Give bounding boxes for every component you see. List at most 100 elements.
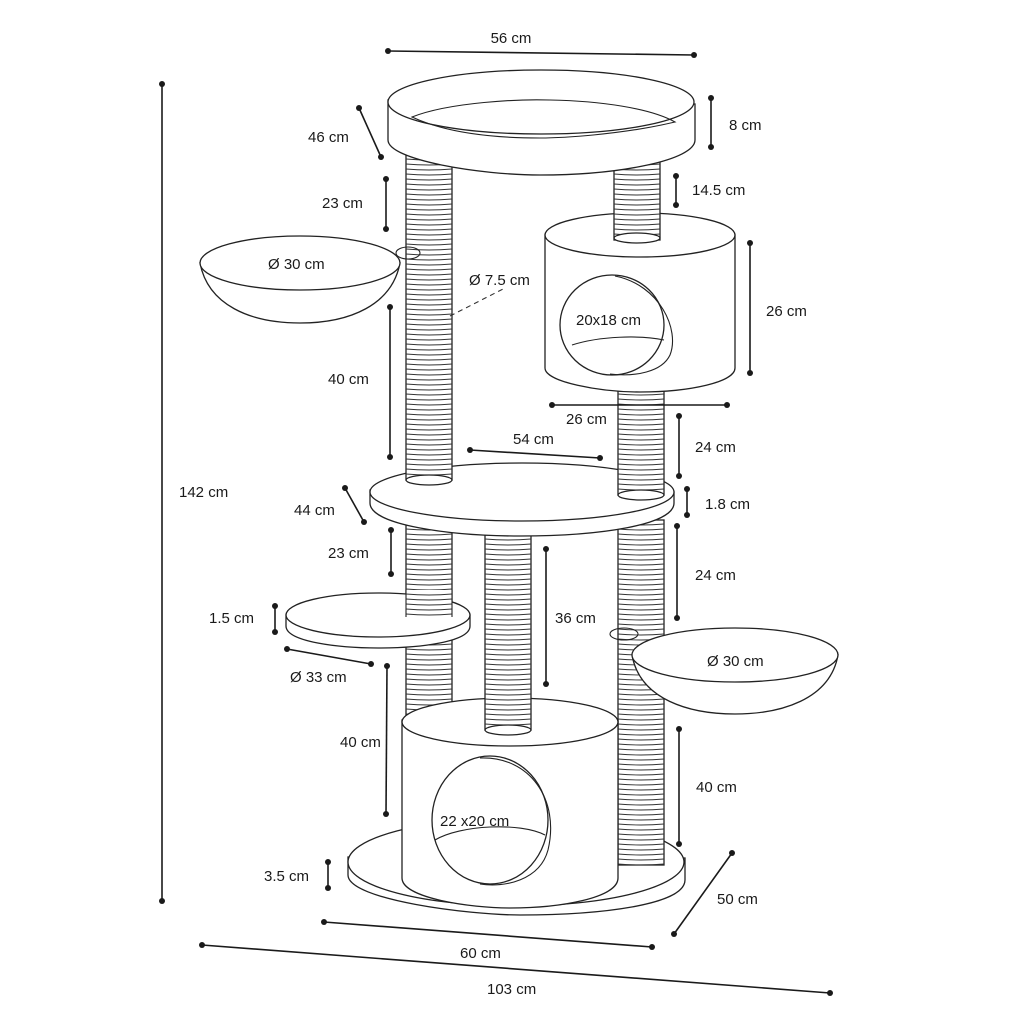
label-base-thickness: 3.5 cm: [264, 868, 309, 885]
rope-wrap-line: [405, 238, 453, 241]
dimension-endpoint-dot: [543, 681, 549, 687]
rope-wrap-line: [613, 173, 661, 176]
rope-wrap-line: [484, 668, 532, 671]
rope-wrap-line: [405, 178, 453, 181]
rope-wrap-line: [617, 613, 665, 616]
dimension-endpoint-dot: [159, 898, 165, 904]
rope-wrap-line: [617, 763, 665, 766]
rope-wrap-line: [484, 673, 532, 676]
label-upper-left-gap: 23 cm: [322, 195, 363, 212]
rope-wrap-line: [405, 468, 453, 471]
rope-wrap-line: [617, 853, 665, 856]
rope-wrap-line: [405, 323, 453, 326]
rope-wrap-line: [405, 223, 453, 226]
dimension-endpoint-dot: [747, 370, 753, 376]
rope-wrap-line: [405, 568, 453, 571]
left-post-upper: [405, 149, 453, 486]
dim-lower-left-post: [383, 663, 390, 817]
rope-wrap-line: [617, 568, 665, 571]
dim-center-post: [543, 546, 549, 687]
rope-wrap-line: [484, 553, 532, 556]
rope-wrap-line: [484, 688, 532, 691]
dimension-endpoint-dot: [691, 52, 697, 58]
label-mid-platform-thickness: 1.8 cm: [705, 496, 750, 513]
rope-wrap-line: [617, 558, 665, 561]
rope-wrap-line: [405, 203, 453, 206]
rope-wrap-line: [484, 643, 532, 646]
middle-platform: [369, 462, 675, 537]
dim-total-width: [199, 942, 833, 996]
right-post-mid: [617, 379, 665, 501]
dim-lower-left-gap: [388, 527, 394, 577]
rope-wrap-line: [405, 668, 453, 671]
rope-wrap-line: [484, 558, 532, 561]
rope-wrap-line: [405, 343, 453, 346]
dimension-endpoint-dot: [385, 48, 391, 54]
dimension-endpoint-dot: [368, 661, 374, 667]
dimension-endpoint-dot: [272, 603, 278, 609]
dimension-endpoint-dot: [684, 486, 690, 492]
rope-wrap-line: [405, 198, 453, 201]
dimension-line: [201, 944, 831, 994]
dim-mid-platform-thickness: [684, 486, 690, 518]
dimension-endpoint-dot: [342, 485, 348, 491]
rope-wrap-line: [617, 583, 665, 586]
rope-wrap-line: [405, 428, 453, 431]
label-center-post: 36 cm: [555, 610, 596, 627]
dimension-endpoint-dot: [684, 512, 690, 518]
label-left-hammock-diameter: Ø 30 cm: [268, 256, 325, 273]
dimension-endpoint-dot: [387, 454, 393, 460]
rope-wrap-line: [484, 598, 532, 601]
dimension-line: [323, 921, 653, 948]
rope-wrap-line: [484, 603, 532, 606]
right-hammock: [609, 627, 839, 715]
rope-wrap-line: [484, 573, 532, 576]
rope-wrap-line: [484, 618, 532, 621]
rope-wrap-line: [617, 783, 665, 786]
label-base-width: 60 cm: [460, 945, 501, 962]
dimension-endpoint-dot: [708, 95, 714, 101]
dim-upper-left-post: [387, 304, 393, 460]
small-platform: [285, 590, 471, 649]
label-right-hammock-diameter: Ø 30 cm: [707, 653, 764, 670]
rope-wrap-line: [617, 428, 665, 431]
rope-wrap-line: [405, 673, 453, 676]
dim-post-diameter: [449, 287, 506, 317]
rope-wrap-line: [405, 558, 453, 561]
rope-wrap-line: [484, 633, 532, 636]
rope-wrap-line: [405, 583, 453, 586]
rope-wrap-line: [613, 178, 661, 181]
dimension-endpoint-dot: [676, 413, 682, 419]
rope-wrap-line: [484, 583, 532, 586]
rope-wrap-line: [617, 448, 665, 451]
rope-wrap-line: [484, 543, 532, 546]
rope-wrap-line: [484, 693, 532, 696]
dim-upper-right-post: [673, 173, 679, 208]
dim-small-platform-diameter: [284, 646, 374, 667]
dimension-line: [286, 648, 372, 665]
dimension-endpoint-dot: [387, 304, 393, 310]
dimension-line: [387, 50, 695, 56]
rope-wrap-line: [617, 698, 665, 701]
dimension-endpoint-dot: [649, 944, 655, 950]
dim-mid-platform-depth: [342, 485, 367, 525]
rope-wrap-line: [617, 598, 665, 601]
dimension-endpoint-dot: [729, 850, 735, 856]
rope-wrap-line: [484, 663, 532, 666]
rope-wrap-line: [617, 758, 665, 761]
rope-wrap-line: [405, 308, 453, 311]
label-upper-right-post: 14.5 cm: [692, 182, 745, 199]
rope-wrap-line: [484, 678, 532, 681]
rope-wrap-line: [617, 588, 665, 591]
rope-wrap-line: [405, 443, 453, 446]
rope-wrap-line: [617, 858, 665, 861]
rope-wrap-line: [617, 473, 665, 476]
label-total-height: 142 cm: [179, 484, 228, 501]
rope-wrap-line: [405, 168, 453, 171]
rope-wrap-line: [405, 233, 453, 236]
rope-wrap-line: [405, 593, 453, 596]
rope-wrap-line: [617, 433, 665, 436]
dimension-endpoint-dot: [384, 663, 390, 669]
rope-wrap-line: [405, 333, 453, 336]
